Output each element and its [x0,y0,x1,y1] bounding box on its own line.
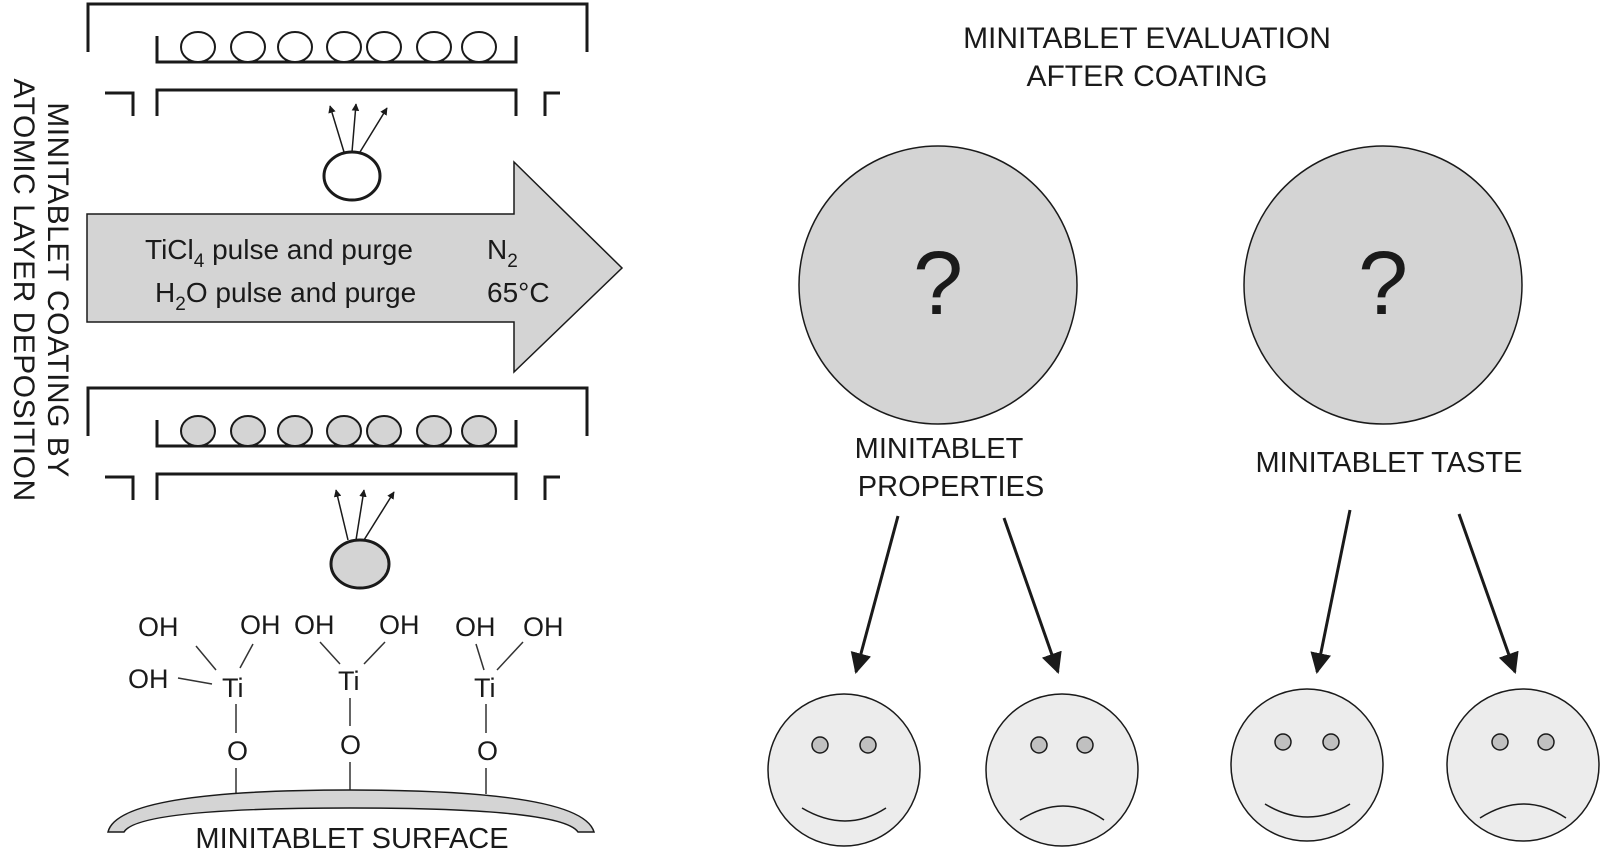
titanium-label: Ti [338,666,360,696]
minitablets-coated [180,415,497,447]
side-title-line1: MINITABLET COATING BY [41,102,74,478]
hydroxyl-label: OH [294,610,335,640]
properties-label-line1: MINITABLET [855,433,1024,465]
side-title: MINITABLET COATING BY ATOMIC LAYER DEPOS… [7,78,74,501]
eye [1076,736,1094,754]
oxygen-label: O [227,736,248,766]
oxygen-label: O [340,730,361,760]
precursor-flow-top [328,103,388,153]
arrow-line2-step: H2O pulse and purge [155,277,416,315]
arrow-line1-step: TiCl4 pulse and purge [145,234,413,272]
hydroxyl-label: OH [379,610,420,640]
minitablet-surface [107,789,595,833]
minitablet [461,31,497,63]
minitablet [180,415,216,447]
properties-label-line2: PROPERTIES [858,471,1044,503]
taste-question-mark: ? [1358,234,1408,334]
sad-face-taste [1446,688,1600,842]
arrow-to-bad-taste [1457,513,1519,674]
minitablet [230,31,266,63]
eye [859,736,877,754]
smile [801,807,887,822]
hydroxyl-label: OH [240,610,281,640]
chemical-bonds [177,641,524,794]
side-title-line2: ATOMIC LAYER DEPOSITION [7,78,40,501]
arrow-line1-gas: N2 [487,234,518,272]
happy-face-properties [767,693,921,847]
evaluation-title-line2: AFTER COATING [1026,60,1267,93]
hydroxyl-label: OH [523,612,564,642]
sad-face-properties [985,693,1139,847]
minitablet [326,31,362,63]
taste-label: MINITABLET TASTE [1256,447,1523,479]
arrow-to-good-taste [1310,509,1352,675]
minitablet [277,31,313,63]
eye [811,736,829,754]
eye [1491,733,1509,751]
eye [1322,733,1340,751]
titanium-label: Ti [222,673,244,703]
oxygen-label: O [477,736,498,766]
minitablet [366,31,402,63]
smile [1264,803,1351,818]
reactor-chamber-bottom [86,386,589,500]
minitablet [326,415,362,447]
minitablet [461,415,497,447]
hydroxyl-label: OH [128,664,169,694]
eye [1537,733,1555,751]
taste-question-circle [1243,145,1523,425]
arrow-to-good-properties [850,515,900,675]
precursor-molecule-gray [329,538,391,590]
minitablets-uncoated [180,31,497,63]
surface-chemistry: OH OH OH Ti O OH OH Ti O OH OH Ti O [128,610,564,766]
arrow-line2-temp: 65°C [487,277,550,308]
minitablet [230,415,266,447]
frown [1019,805,1105,821]
precursor-flow-bottom [333,489,395,541]
precursor-molecule-white [322,150,382,202]
reactor-chamber-top [86,2,589,116]
minitablet [277,415,313,447]
properties-question-circle [798,145,1078,425]
eye [1274,733,1292,751]
titanium-label: Ti [474,673,496,703]
evaluation-arrows [850,509,1519,675]
frown [1479,803,1567,819]
happy-face-taste [1230,688,1384,842]
properties-question-mark: ? [913,234,963,334]
minitablet [180,31,216,63]
evaluation-title-line1: MINITABLET EVALUATION [963,22,1331,55]
eye [1030,736,1048,754]
arrow-to-bad-properties [1002,517,1062,674]
hydroxyl-label: OH [455,612,496,642]
minitablet [416,415,452,447]
hydroxyl-label: OH [138,612,179,642]
minitablet-surface-label: MINITABLET SURFACE [195,823,508,854]
minitablet [366,415,402,447]
process-arrow [86,160,624,374]
minitablet [416,31,452,63]
